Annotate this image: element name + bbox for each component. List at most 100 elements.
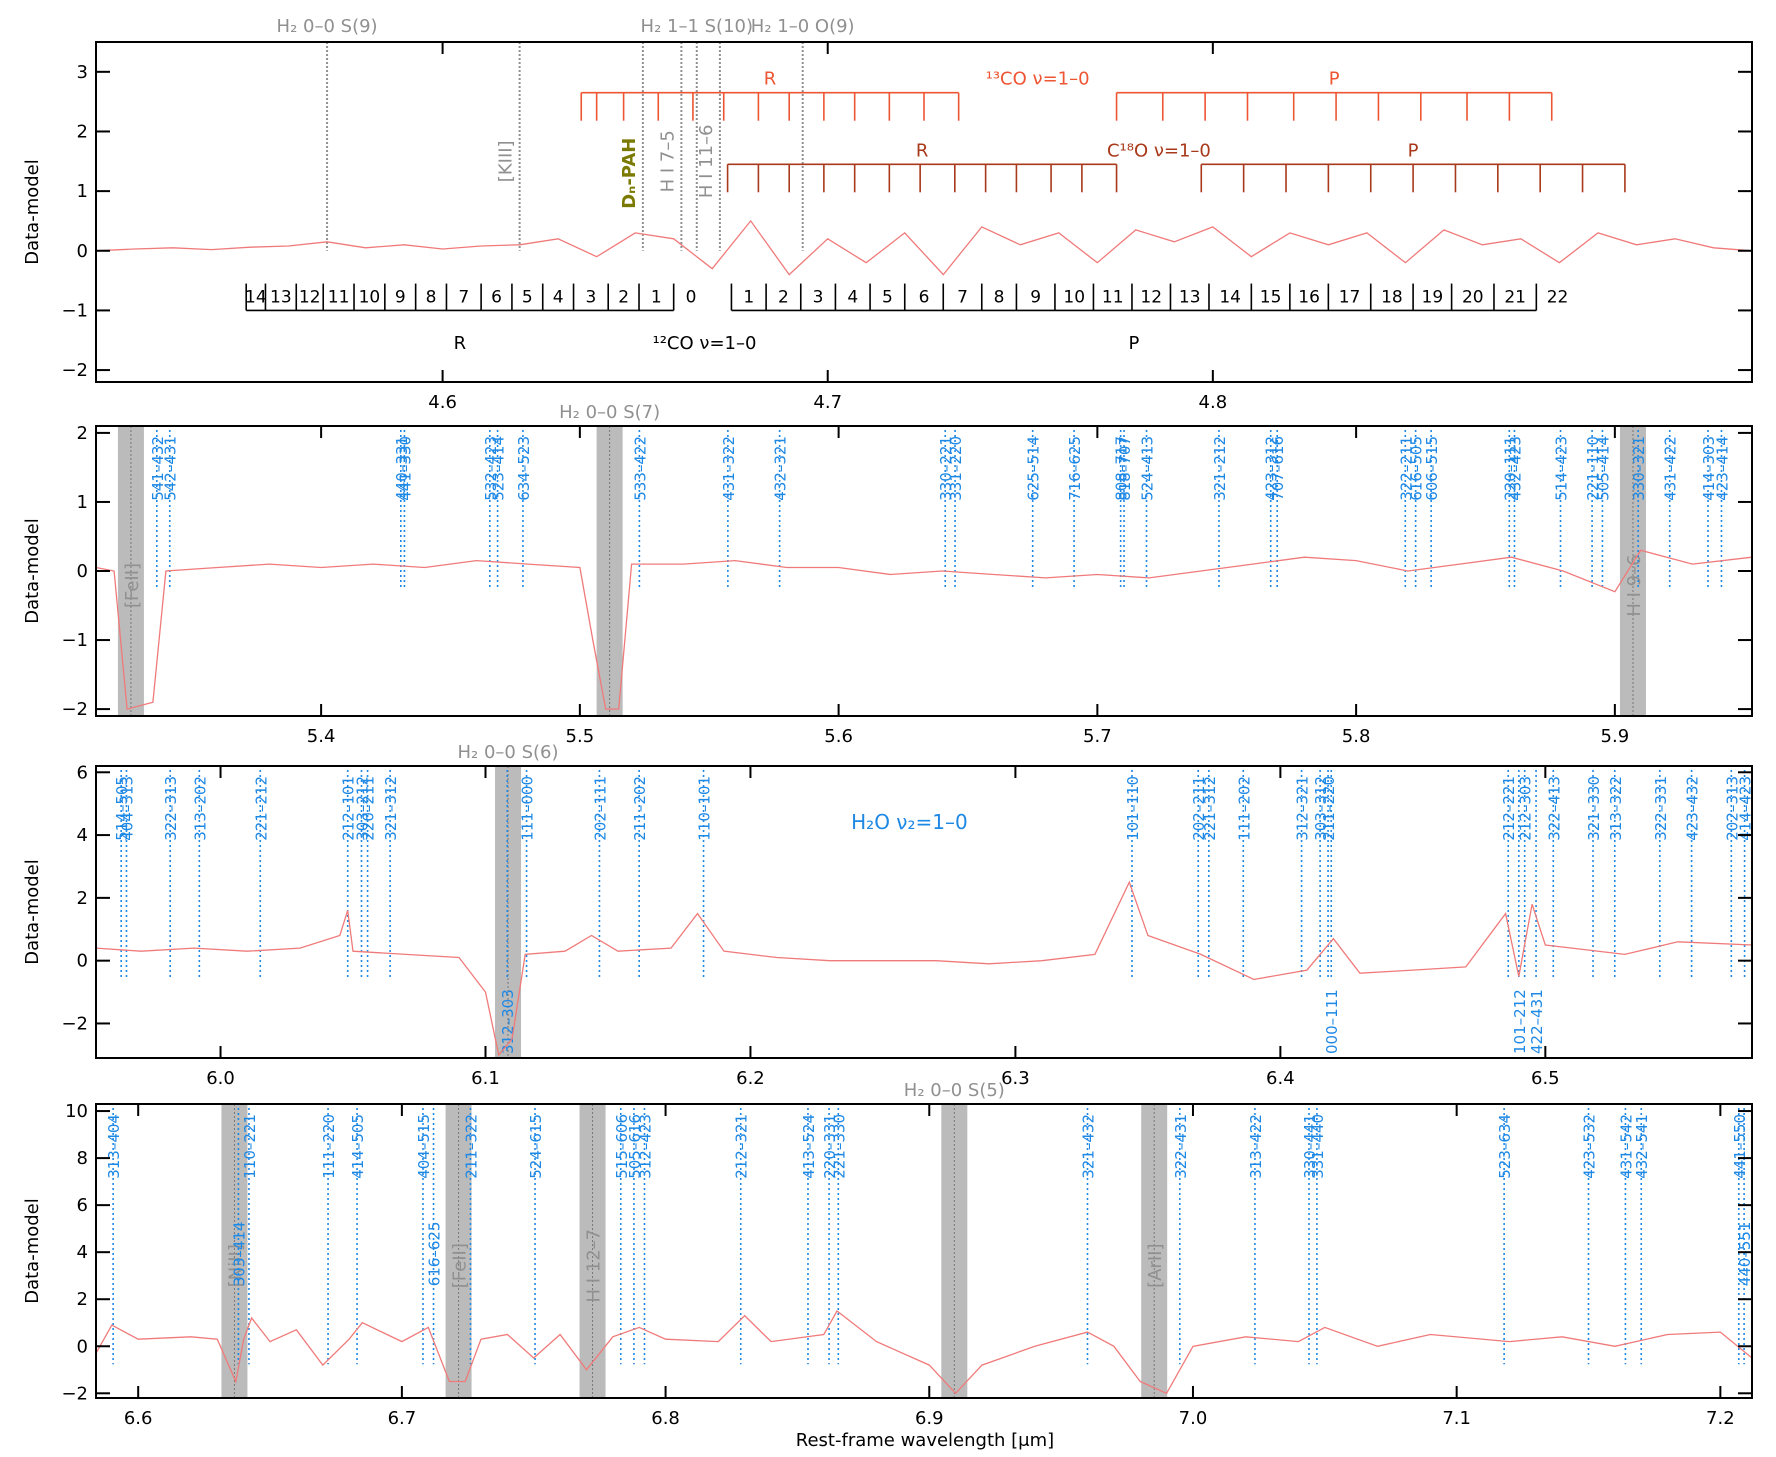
band-label: H₂ 0–0 S(5)	[904, 1080, 1005, 1101]
ladder-j-label: 7	[957, 287, 968, 307]
ladder-j-label: 12	[1140, 287, 1162, 307]
ladder-j-label: 16	[1298, 287, 1320, 307]
water-line-label: 423–312	[1263, 436, 1281, 501]
water-line-label: 111–220	[320, 1114, 338, 1179]
spectrum-line	[95, 219, 1753, 276]
water-line-label: 322–331	[1652, 776, 1670, 841]
ladder-j-label: 10	[359, 287, 381, 307]
ladder-j-label: 3	[585, 287, 596, 307]
feature-label: H₂ 0–0 S(9)	[277, 16, 378, 37]
ladder-j-label: 20	[1462, 287, 1484, 307]
x-tick-label: 5.5	[566, 726, 595, 747]
water-line-label: 211–202	[631, 776, 649, 841]
water-line-label: 616–625	[426, 1222, 444, 1287]
water-line-label: 541–432	[149, 436, 167, 501]
panel-frame	[95, 765, 1753, 1059]
y-tick-label: −1	[61, 300, 88, 321]
ladder-j-label: 9	[395, 287, 406, 307]
water-line-label: 111–000	[519, 776, 537, 841]
x-tick-label: 7.1	[1442, 1408, 1471, 1429]
y-tick-label: 0	[77, 561, 88, 582]
water-line-label: 808–717	[1113, 436, 1131, 501]
ladder-j-label: 4	[553, 287, 564, 307]
ladder-j-label: 0	[686, 287, 697, 307]
panel-annotation: H₂O ν₂=1–0	[851, 810, 968, 834]
water-line-label: 413–524	[800, 1114, 818, 1179]
ladder-j-label: 14	[1219, 287, 1241, 307]
water-line-label: 000–111	[1323, 989, 1341, 1054]
feature-label: [KIII]	[496, 140, 517, 182]
ladder-name: ¹²CO ν=1–0	[653, 333, 757, 354]
water-line-label: 542–431	[162, 436, 180, 501]
ladder-j-label: 22	[1547, 287, 1569, 307]
y-tick-label: −2	[61, 360, 88, 381]
water-line-label: 211–220	[1320, 776, 1338, 841]
x-tick-label: 5.8	[1342, 726, 1371, 747]
water-line-label: 313–202	[191, 776, 209, 841]
water-line-label: 707–616	[1269, 436, 1287, 501]
water-line-label: 322–413	[1545, 776, 1563, 841]
water-line-label: 221–330	[830, 1114, 848, 1179]
ladder-j-label: 17	[1339, 287, 1361, 307]
y-tick-label: −2	[61, 1013, 88, 1034]
water-line-label: 331–220	[947, 436, 965, 501]
water-line-label: 431–422	[1662, 436, 1680, 501]
y-tick-label: 1	[77, 181, 88, 202]
y-tick-label: 4	[77, 1242, 88, 1263]
x-axis-label: Rest-frame wavelength [μm]	[796, 1430, 1054, 1451]
water-line-label: 523–634	[1496, 1114, 1514, 1179]
water-line-label: 220–111	[1501, 436, 1519, 501]
water-line-label: 330–321	[1630, 436, 1648, 501]
water-line-label: 414–303	[1700, 436, 1718, 501]
water-line-label: 423–414	[1713, 436, 1731, 501]
ladder-j-label: 5	[882, 287, 893, 307]
water-line-label: 422–431	[1528, 989, 1546, 1054]
water-line-label: 532–423	[482, 436, 500, 501]
water-line-label: 212–101	[340, 776, 358, 841]
water-line-label: 313–422	[1247, 1114, 1265, 1179]
x-tick-label: 6.1	[471, 1068, 500, 1089]
water-line-label: 202–211	[1190, 776, 1208, 841]
x-tick-label: 6.4	[1266, 1068, 1295, 1089]
water-line-label: 404–313	[118, 776, 136, 841]
water-line-label: 202–111	[591, 776, 609, 841]
y-tick-label: 6	[77, 762, 88, 783]
water-line-label: 523–414	[490, 436, 508, 501]
ladder-j-label: 10	[1063, 287, 1085, 307]
y-axis-label: Data-model	[22, 518, 43, 624]
ladder-j-label: 21	[1504, 287, 1526, 307]
feature-label: H I 7–5	[657, 130, 678, 192]
ladder-j-label: 2	[618, 287, 629, 307]
water-line-label: 220–211	[360, 776, 378, 841]
water-line-label: 111–202	[1235, 776, 1253, 841]
branch-label: R	[454, 333, 467, 354]
x-tick-label: 4.6	[428, 392, 457, 413]
water-line-label: 616–505	[1408, 436, 1426, 501]
band-label: H₂ 0–0 S(7)	[559, 402, 660, 423]
water-line-label: 818–707	[1116, 436, 1134, 501]
ladder-j-label: 7	[458, 287, 469, 307]
water-line-label: 441–550	[1731, 1114, 1749, 1179]
water-line-label: 322–431	[1172, 1114, 1190, 1179]
y-tick-label: 8	[77, 1148, 88, 1169]
water-line-label: 321–312	[382, 776, 400, 841]
water-line-label: 414–423	[1737, 776, 1755, 841]
y-tick-label: 2	[77, 888, 88, 909]
ladder-j-label: 15	[1260, 287, 1282, 307]
x-tick-label: 5.6	[824, 726, 853, 747]
ladder-j-label: 6	[491, 287, 502, 307]
x-tick-label: 6.2	[736, 1068, 765, 1089]
water-line-label: 606–515	[1423, 436, 1441, 501]
water-line-label: 505–616	[626, 1114, 644, 1179]
water-line-label: 101–110	[1124, 776, 1142, 841]
y-axis-label: Data-model	[22, 159, 43, 265]
branch-label: P	[1329, 69, 1340, 90]
y-tick-label: 2	[77, 121, 88, 142]
water-line-label: 312–423	[636, 1114, 654, 1179]
ladder-j-label: 1	[651, 287, 662, 307]
water-line-label: 110–221	[241, 1114, 259, 1179]
water-line-label: 313–322	[1607, 776, 1625, 841]
